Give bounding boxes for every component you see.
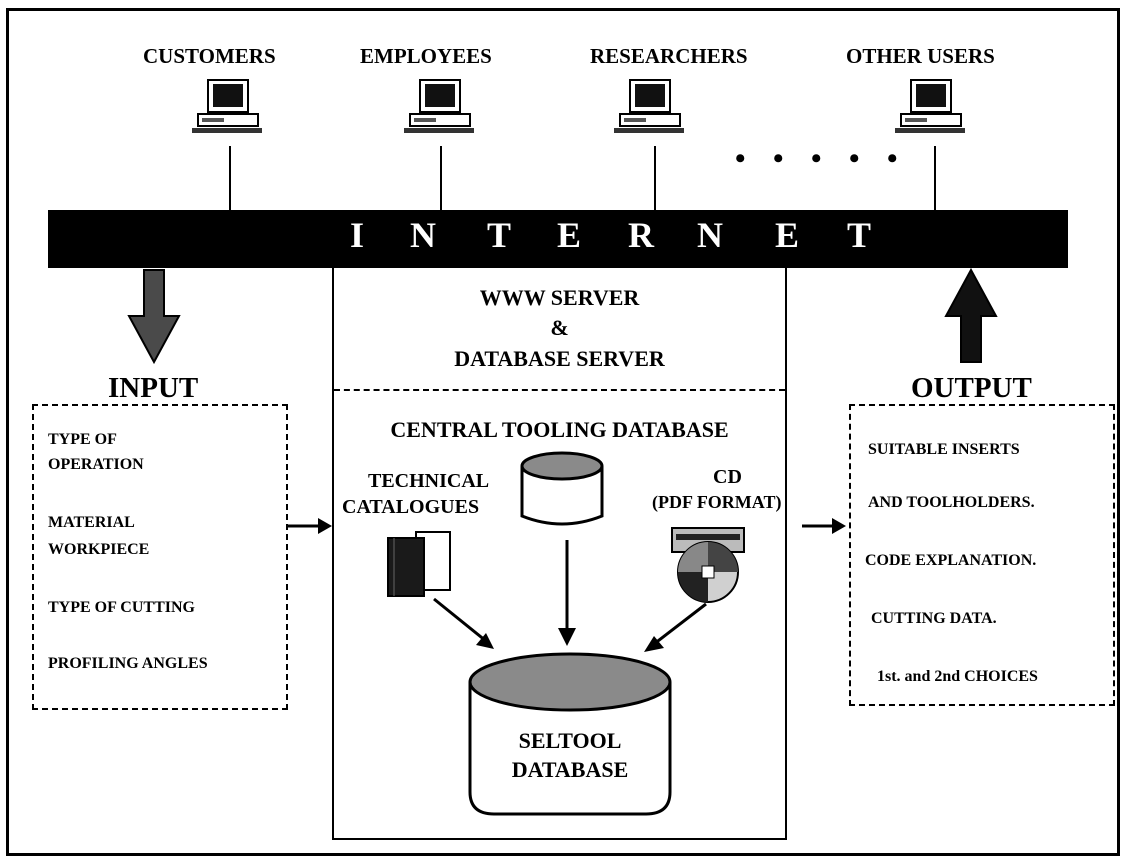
server-label-line2: &	[550, 315, 569, 340]
output-up-arrow-icon	[944, 267, 998, 363]
input-down-arrow-icon	[127, 269, 181, 365]
input-item: MATERIAL	[48, 514, 135, 531]
cd-icon	[671, 527, 745, 603]
user-label-employees: EMPLOYEES	[360, 44, 492, 68]
user-label-customers: CUSTOMERS	[143, 44, 276, 68]
output-title: OUTPUT	[911, 372, 1032, 404]
internet-bar	[48, 210, 1068, 268]
arrow-right-icon	[802, 518, 846, 534]
internet-letter: R	[628, 215, 654, 255]
output-item: CUTTING DATA.	[871, 610, 997, 627]
input-item: PROFILING ANGLES	[48, 655, 208, 672]
user-label-researchers: RESEARCHERS	[590, 44, 748, 68]
central-db-title: CENTRAL TOOLING DATABASE	[390, 417, 729, 442]
server-label-line1: WWW SERVER	[479, 285, 640, 310]
connector-line	[654, 146, 656, 212]
internet-letter: T	[487, 215, 512, 255]
computer-icon	[192, 79, 262, 133]
connector-line	[934, 146, 936, 212]
input-item: TYPE OF CUTTING	[48, 599, 195, 616]
internet-letter: N	[697, 215, 723, 255]
arrow-to-seltool-icon	[558, 540, 576, 646]
output-item: AND TOOLHOLDERS.	[868, 494, 1035, 511]
server-box	[332, 266, 787, 840]
ellipsis-dots: • • • • •	[735, 142, 908, 175]
server-divider	[334, 389, 785, 391]
arrow-to-seltool-icon	[433, 597, 494, 649]
input-item: TYPE OF	[48, 431, 117, 448]
internet-letter: I	[350, 215, 365, 255]
computer-icon	[404, 79, 474, 133]
diagram-frame	[6, 8, 1120, 856]
internet-letter: E	[775, 215, 800, 255]
internet-letter: N	[410, 215, 436, 255]
internet-letter: T	[847, 215, 872, 255]
cd-label-line1: CD	[713, 466, 742, 488]
central-database-icon	[520, 451, 604, 526]
output-box	[849, 404, 1115, 706]
computer-icon	[614, 79, 684, 133]
cd-label-line2: (PDF FORMAT)	[652, 492, 782, 512]
connector-line	[440, 146, 442, 212]
input-item: WORKPIECE	[48, 541, 150, 558]
user-label-other-users: OTHER USERS	[846, 44, 995, 68]
technical-label-line2: CATALOGUES	[342, 496, 480, 518]
computer-icon	[895, 79, 965, 133]
technical-label-line1: TECHNICAL	[368, 470, 490, 492]
arrow-right-icon	[288, 518, 332, 534]
output-item: SUITABLE INSERTS	[868, 441, 1020, 458]
output-item: CODE EXPLANATION.	[865, 552, 1037, 569]
seltool-label-line2: DATABASE	[511, 757, 629, 782]
seltool-label-line1: SELTOOL	[518, 728, 622, 753]
seltool-database-icon	[468, 652, 672, 816]
connector-line	[229, 146, 231, 212]
internet-letter: E	[557, 215, 582, 255]
server-label-line3: DATABASE SERVER	[454, 346, 665, 371]
input-box	[32, 404, 288, 710]
books-icon	[387, 531, 451, 597]
output-item: 1st. and 2nd CHOICES	[877, 668, 1038, 685]
arrow-to-seltool-icon	[644, 602, 707, 652]
input-item: OPERATION	[48, 456, 144, 473]
input-title: INPUT	[108, 372, 199, 404]
